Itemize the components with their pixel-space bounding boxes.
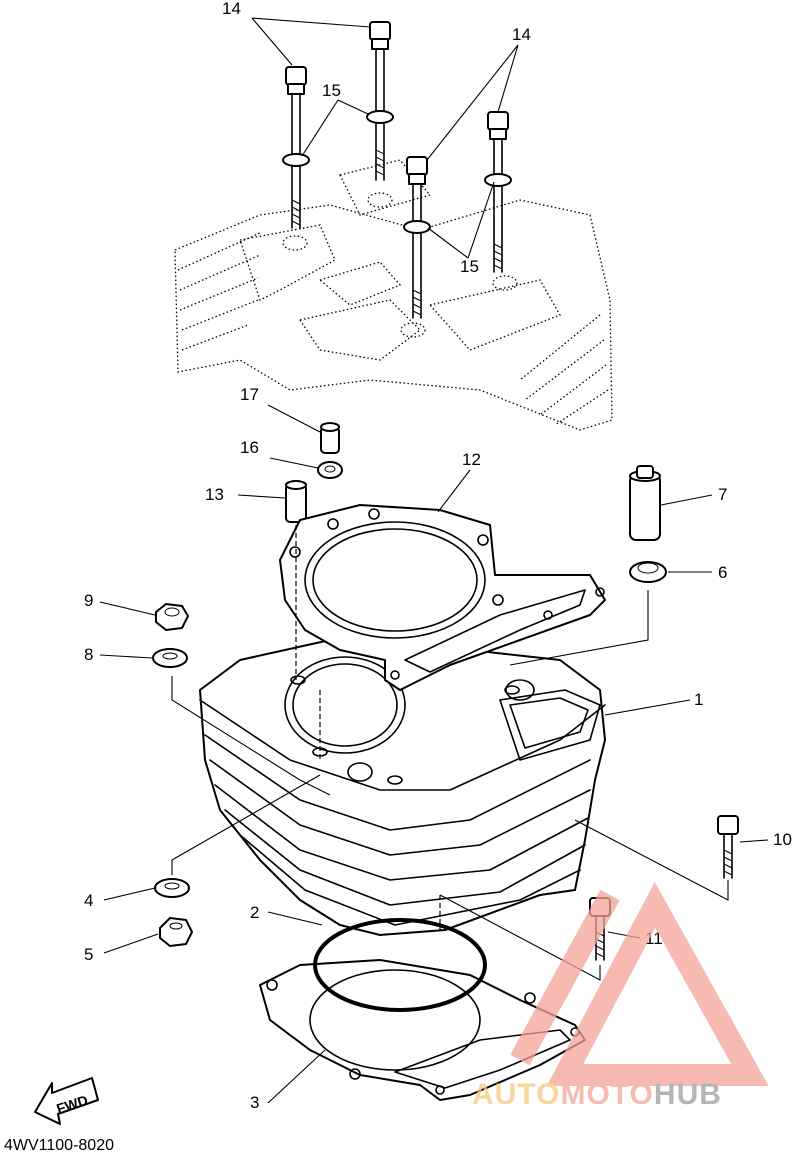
watermark-logo: AUTOMOTOHUB: [472, 881, 769, 1111]
dowel-tube-7: [629, 465, 661, 541]
callout-4: 4: [84, 891, 93, 910]
head-bolt: [487, 111, 509, 273]
washer-8: [152, 648, 188, 668]
o-ring-16: [317, 461, 343, 479]
callout-9: 9: [84, 591, 93, 610]
callout-15: 15: [460, 257, 479, 276]
callout-12: 12: [462, 450, 481, 469]
head-bolts: [282, 21, 512, 319]
head-washer: [484, 173, 512, 187]
callout-15: 15: [322, 81, 341, 100]
dowel-pin-13: [285, 480, 307, 523]
seal-6: [629, 561, 667, 583]
callout-17: 17: [240, 385, 259, 404]
nut-9: [155, 603, 189, 631]
head-washer: [366, 110, 394, 124]
head-bolt: [285, 66, 307, 229]
callout-14: 14: [222, 0, 241, 18]
forward-arrow-icon: FWD: [34, 1077, 99, 1125]
callout-5: 5: [84, 945, 93, 964]
callout-1: 1: [694, 690, 703, 709]
head-washer: [282, 153, 310, 167]
cylinder-block: [199, 639, 606, 936]
o-ring: [313, 918, 487, 1012]
drawing-code: 4WV1100-8020: [4, 1137, 114, 1154]
leader-lines: [99, 17, 769, 1104]
callout-6: 6: [718, 563, 727, 582]
callout-8: 8: [84, 645, 93, 664]
callout-10: 10: [773, 830, 792, 849]
head-gasket: [279, 504, 606, 691]
nut-5: [159, 917, 193, 947]
bolt-10: [717, 815, 739, 879]
cylinder-head: [174, 159, 613, 431]
callout-2: 2: [250, 903, 259, 922]
base-gasket: [259, 959, 586, 1101]
callout-3: 3: [250, 1093, 259, 1112]
washer-4: [154, 878, 190, 898]
head-bolt: [369, 21, 391, 181]
callout-7: 7: [718, 485, 727, 504]
head-bolt: [406, 156, 428, 319]
watermark-text: AUTOMOTOHUB: [472, 1078, 722, 1111]
head-washer: [403, 220, 431, 234]
callout-16: 16: [240, 438, 259, 457]
dowel-pin-17: [320, 422, 340, 454]
callout-14: 14: [512, 25, 531, 44]
callout-13: 13: [205, 485, 224, 504]
callout-labels: 14 14 15 15 17 16 12 13 7 6 9 8 1 10 4 2…: [84, 0, 792, 1112]
